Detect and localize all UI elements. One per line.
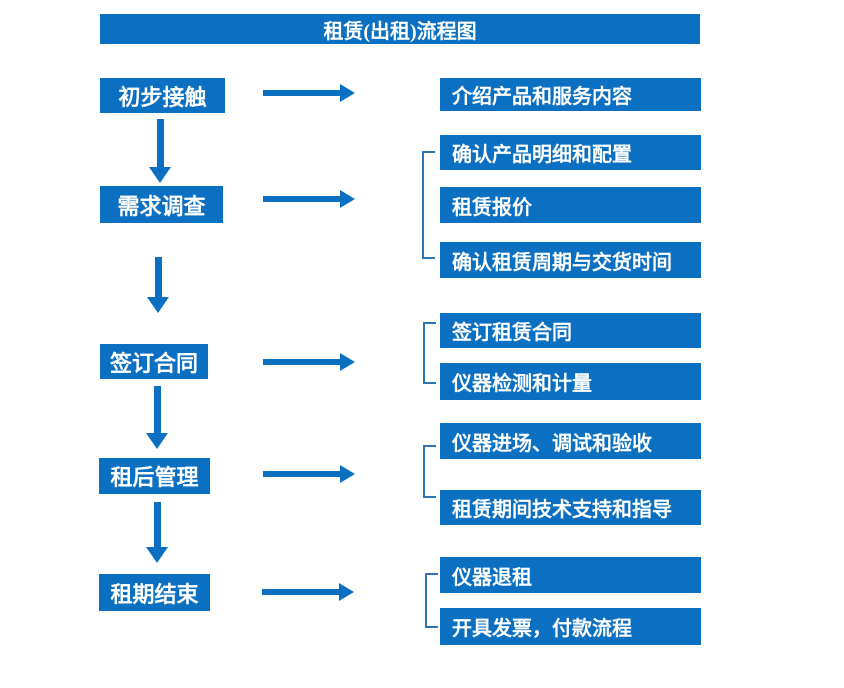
right-arrow-5 bbox=[262, 583, 354, 601]
bracket-connector-rental-end bbox=[425, 573, 438, 628]
step-demand-survey: 需求调查 bbox=[100, 186, 223, 223]
down-arrow-3 bbox=[146, 386, 168, 449]
detail-confirm-product-details: 确认产品明细和配置 bbox=[440, 135, 701, 170]
step-rental-end: 租期结束 bbox=[99, 574, 210, 611]
right-arrow-4 bbox=[263, 465, 355, 483]
detail-invoice-payment-process: 开具发票，付款流程 bbox=[440, 608, 701, 645]
bracket-connector-demand-survey bbox=[422, 151, 435, 259]
right-arrow-1 bbox=[263, 84, 355, 102]
step-initial-contact: 初步接触 bbox=[100, 78, 225, 113]
down-arrow-1 bbox=[149, 119, 171, 183]
detail-rental-technical-support: 租赁期间技术支持和指导 bbox=[440, 490, 701, 525]
down-arrow-4 bbox=[146, 502, 168, 563]
bracket-connector-sign-contract bbox=[423, 322, 436, 384]
detail-confirm-rental-period-delivery: 确认租赁周期与交货时间 bbox=[440, 242, 701, 278]
detail-instrument-entry-commissioning-acceptance: 仪器进场、调试和验收 bbox=[440, 423, 701, 459]
flowchart-title: 租赁(出租)流程图 bbox=[100, 14, 700, 44]
right-arrow-3 bbox=[263, 353, 355, 371]
right-arrow-2 bbox=[263, 190, 355, 208]
detail-instrument-return: 仪器退租 bbox=[440, 557, 701, 593]
detail-rental-quote: 租赁报价 bbox=[440, 187, 701, 223]
bracket-connector-post-rental bbox=[423, 445, 436, 498]
detail-instrument-testing-measurement: 仪器检测和计量 bbox=[440, 363, 701, 400]
detail-introduce-products-services: 介绍产品和服务内容 bbox=[440, 78, 701, 111]
step-sign-contract: 签订合同 bbox=[100, 344, 208, 379]
step-post-rental-management: 租后管理 bbox=[99, 458, 210, 494]
detail-sign-rental-contract: 签订租赁合同 bbox=[440, 313, 701, 348]
down-arrow-2 bbox=[147, 257, 169, 313]
